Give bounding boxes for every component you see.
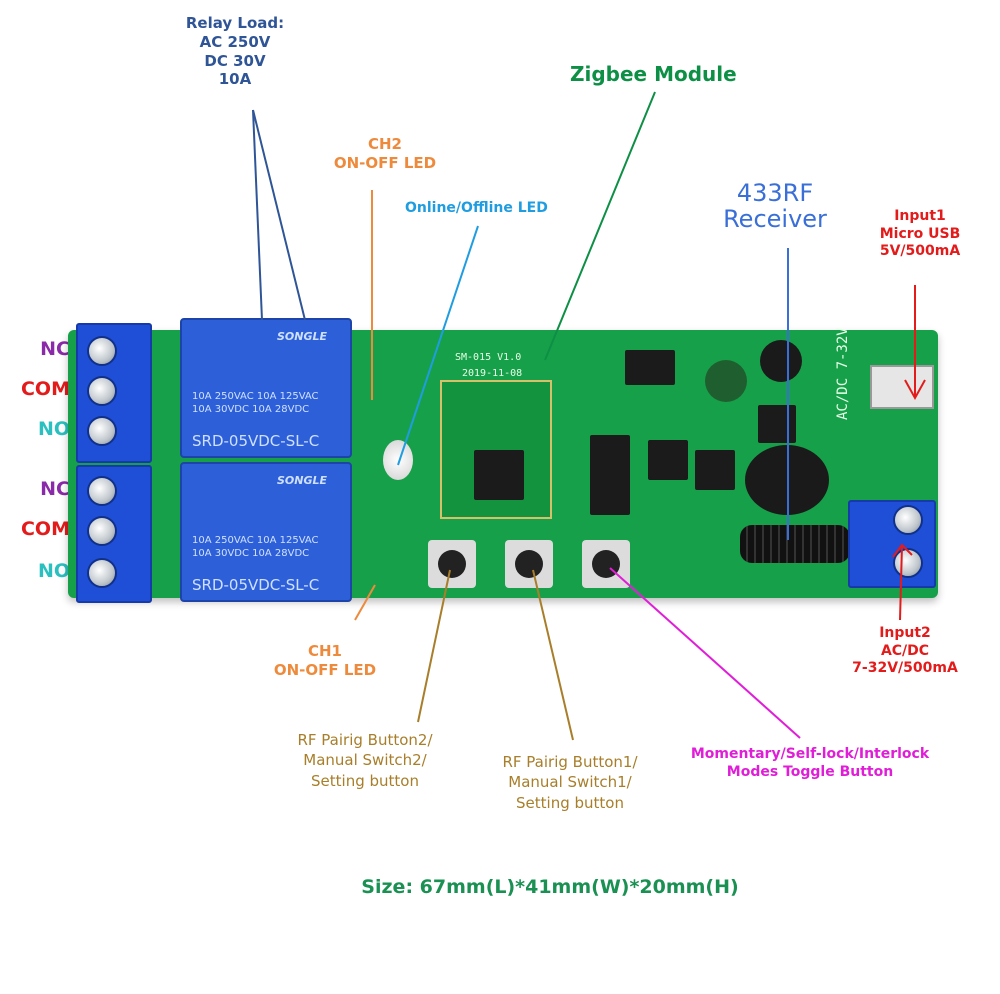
rf-button2-label: RF Pairig Button2/ Manual Switch2/ Setti…	[270, 730, 460, 791]
screw-icon	[87, 376, 117, 406]
modes-toggle-line	[609, 567, 801, 739]
input1-type: Micro USB	[879, 225, 961, 242]
button2-line	[417, 569, 451, 723]
screw-icon	[893, 548, 923, 578]
ch2-led-label: CH2 ON-OFF LED	[300, 135, 470, 173]
rf-button1-line3: Setting button	[516, 793, 624, 812]
size-label: Size: 67mm(L)*41mm(W)*20mm(H)	[361, 876, 739, 898]
input2-title: Input2	[879, 625, 931, 641]
input2-line	[899, 544, 903, 621]
terminal-label-nc-1: NC	[40, 338, 70, 360]
button1-line	[532, 569, 574, 741]
rf-receiver-freq: 433RF	[736, 179, 814, 207]
relay-spec-line1: 10A 250VAC 10A 125VAC	[192, 535, 319, 546]
rf-button1-line2: Manual Switch1/	[508, 773, 632, 792]
screw-icon	[893, 505, 923, 535]
ch1-led-line	[354, 584, 376, 621]
rf-antenna-coil	[740, 525, 850, 563]
button-cap	[515, 550, 543, 578]
input2-arrow-icon	[892, 543, 913, 558]
input2-label: Input2 AC/DC 7-32V/500mA	[830, 625, 980, 678]
ic-chip	[695, 450, 735, 490]
terminal-label-nc-2: NC	[40, 478, 70, 500]
online-led-line	[397, 225, 479, 466]
input1-rating: 5V/500mA	[879, 243, 961, 259]
zigbee-line	[544, 91, 656, 361]
screw-icon	[87, 476, 117, 506]
relay-spec-line1: 10A 250VAC 10A 125VAC	[192, 391, 319, 402]
ch1-sub: ON-OFF LED	[273, 660, 377, 679]
input2-type: AC/DC	[880, 642, 930, 659]
ch2-title: CH2	[368, 135, 402, 153]
screw-icon	[87, 516, 117, 546]
online-offline-led	[383, 440, 413, 480]
online-offline-led-label: Online/Offline LED	[405, 200, 548, 216]
terminal-label-com-1: COM	[20, 378, 70, 400]
relay-brand: SONGLE	[277, 474, 328, 487]
relay-spec-line2: 10A 30VDC 10A 28VDC	[192, 548, 310, 559]
screw-icon	[87, 336, 117, 366]
capacitor	[705, 360, 747, 402]
relay-load-label: Relay Load: AC 250V DC 30V 10A	[160, 14, 310, 89]
zigbee-module-label: Zigbee Module	[570, 62, 737, 86]
relay-load-current: 10A	[218, 70, 252, 89]
terminal-label-com-2: COM	[20, 518, 70, 540]
rf-button2-line1: RF Pairig Button2/	[297, 731, 433, 749]
input2-rating: 7-32V/500mA	[852, 660, 958, 676]
rf-button1-line1: RF Pairig Button1/	[502, 753, 638, 771]
rf-receiver-text: Receiver	[723, 205, 827, 234]
ch2-sub: ON-OFF LED	[333, 153, 437, 172]
relay-load-title: Relay Load:	[185, 14, 285, 32]
modes-toggle-line1: Momentary/Self-lock/Interlock	[690, 746, 930, 762]
terminal-label-no-2: NO	[37, 560, 70, 582]
ic-chip	[648, 440, 688, 480]
modes-toggle-line2: Modes Toggle Button	[726, 763, 894, 780]
terminal-label-no-1: NO	[37, 418, 70, 440]
micro-usb-port	[870, 365, 934, 409]
screw-icon	[87, 416, 117, 446]
ic-chip	[590, 435, 630, 515]
input1-label: Input1 Micro USB 5V/500mA	[855, 208, 985, 261]
rf-receiver-label: 433RF Receiver	[705, 180, 845, 233]
module-version-silkscreen: SM-015 V1.0	[455, 352, 522, 363]
inductor	[760, 340, 802, 382]
rf-pairing-button2[interactable]	[428, 540, 476, 588]
relay-load-ac: AC 250V	[199, 32, 271, 51]
relay-model: SRD-05VDC-SL-C	[192, 576, 320, 594]
button-cap	[438, 550, 466, 578]
input1-title: Input1	[894, 208, 946, 224]
zigbee-chip	[474, 450, 524, 500]
relay-spec: 10A 250VAC 10A 125VAC 10A 30VDC 10A 28VD…	[192, 534, 319, 560]
relay-model: SRD-05VDC-SL-C	[192, 432, 320, 450]
input1-arrow-icon	[904, 379, 926, 401]
module-date-silkscreen: 2019-11-08	[462, 368, 523, 379]
relay-load-line-2	[252, 109, 306, 321]
ch1-title: CH1	[308, 642, 342, 660]
relay-load-dc: DC 30V	[204, 51, 266, 70]
relay-ch1: SONGLE 10A 250VAC 10A 125VAC 10A 30VDC 1…	[180, 462, 352, 602]
relay-spec-line2: 10A 30VDC 10A 28VDC	[192, 404, 310, 415]
ch1-led-label: CH1 ON-OFF LED	[255, 642, 395, 680]
rf-button2-line2: Manual Switch2/	[303, 751, 427, 770]
rf-button2-line3: Setting button	[311, 771, 419, 790]
rf-button1-label: RF Pairig Button1/ Manual Switch1/ Setti…	[485, 752, 655, 813]
relay-spec: 10A 250VAC 10A 125VAC 10A 30VDC 10A 28VD…	[192, 390, 319, 416]
screw-icon	[87, 558, 117, 588]
relay-ch2: SONGLE 10A 250VAC 10A 125VAC 10A 30VDC 1…	[180, 318, 352, 458]
relay-brand: SONGLE	[277, 330, 328, 343]
ic-chip	[758, 405, 796, 443]
regulator-chip	[625, 350, 675, 385]
rf-pairing-button1[interactable]	[505, 540, 553, 588]
modes-toggle-label: Momentary/Self-lock/Interlock Modes Togg…	[670, 746, 950, 781]
relay-load-line-1	[252, 109, 263, 321]
